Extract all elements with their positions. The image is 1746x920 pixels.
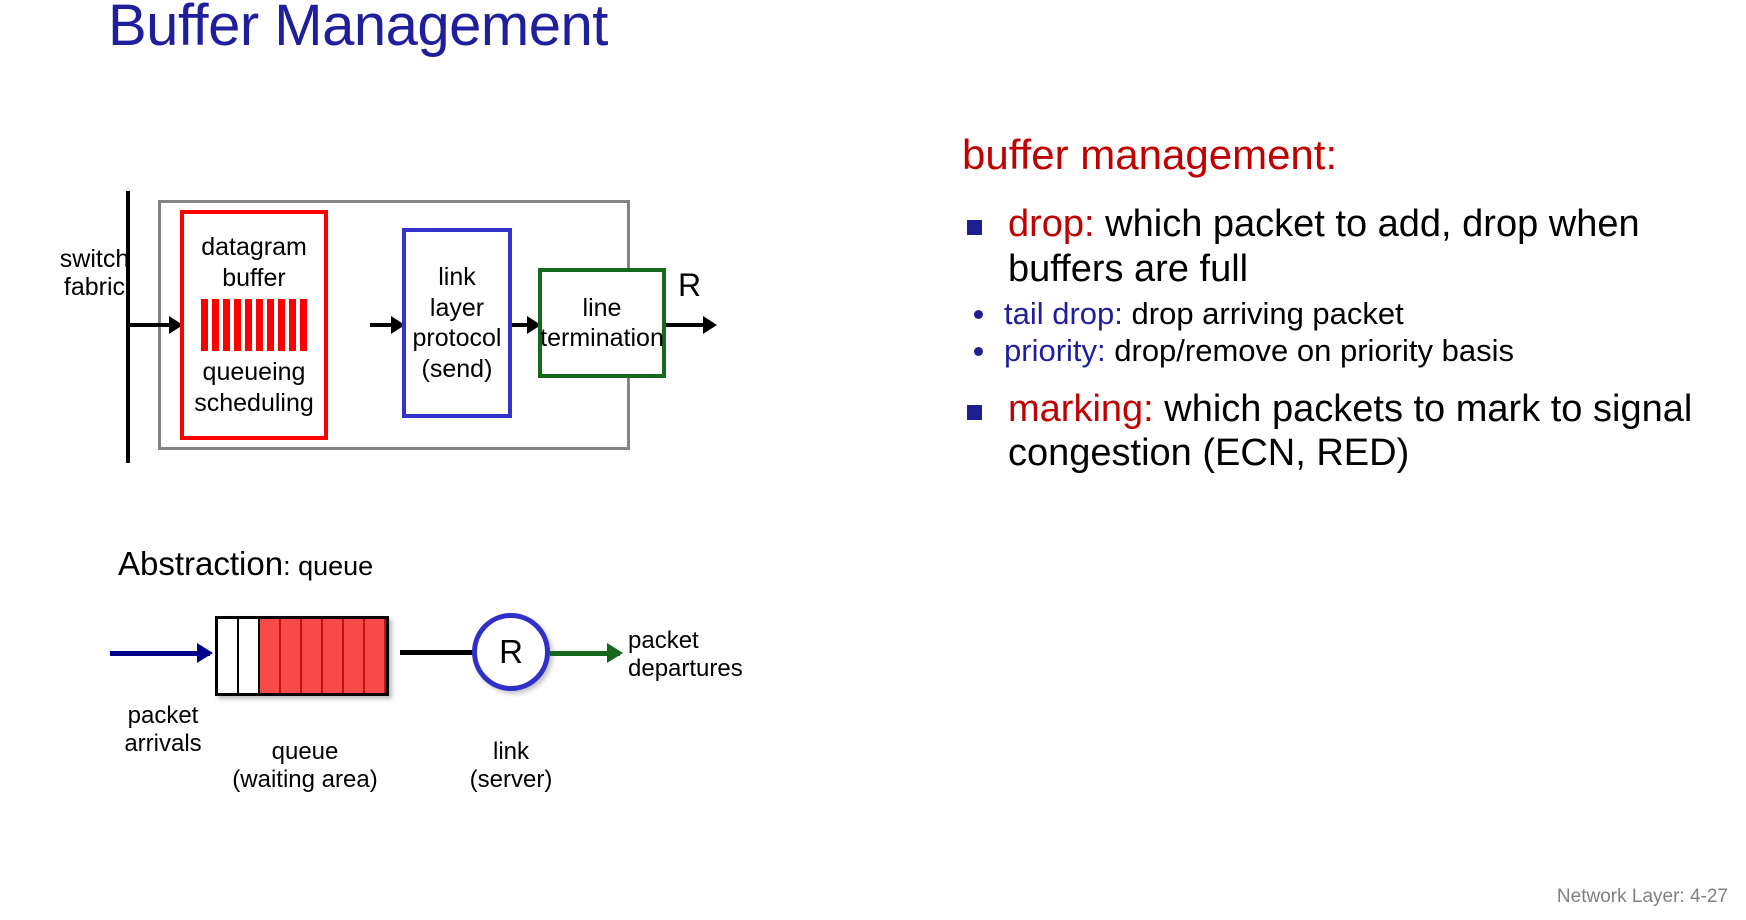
llp-line2: layer	[429, 293, 485, 322]
datagram-buffer-box: datagram buffer queueing scheduling	[180, 210, 328, 440]
queue-cell-occupied	[344, 619, 365, 693]
buffer-bar	[278, 299, 285, 351]
queue-abstraction-diagram: R packet arrivals queue (waiting area) l…	[80, 600, 743, 830]
link-server-label-line1: link	[492, 738, 529, 765]
buffer-bar	[256, 299, 263, 351]
buffer-bar	[223, 299, 230, 351]
abstraction-heading: Abstraction: queue	[118, 545, 373, 583]
buffer-bar	[234, 299, 241, 351]
queue-cell-occupied	[365, 619, 386, 693]
queue-cell-empty	[218, 619, 239, 693]
page-title: Buffer Management	[108, 0, 608, 58]
packet-departures-label-line1: packet	[628, 627, 699, 654]
server-circle: R	[472, 613, 550, 691]
bullet-list: drop: which packet to add, drop when buf…	[962, 202, 1702, 475]
bullet-item: marking: which packets to mark to signal…	[962, 387, 1702, 476]
switch-fabric-label-line1: switch	[59, 245, 130, 273]
queue-cell-occupied	[281, 619, 302, 693]
slide-footer: Network Layer: 4-27	[1556, 886, 1728, 907]
line-termination-box: line termination	[538, 268, 666, 378]
arrow-linklayer-to-linetermination-icon	[508, 316, 541, 334]
packet-departures-arrow-icon	[550, 643, 623, 663]
square-bullet-icon	[967, 404, 982, 420]
buffer-bar	[267, 299, 274, 351]
packet-arrivals-label: packet arrivals	[108, 702, 218, 759]
round-bullet-icon	[974, 346, 983, 356]
llp-line1: link	[438, 263, 476, 291]
abstraction-heading-separator: :	[283, 551, 299, 581]
switch-fabric-label: switch fabric	[47, 245, 142, 301]
queue-label: queue (waiting area)	[210, 738, 400, 795]
round-bullet-icon	[974, 310, 983, 320]
packet-arrivals-arrow-icon	[110, 643, 213, 663]
buffer-bar	[201, 299, 208, 351]
switch-fabric-label-line2: fabric	[63, 273, 126, 301]
packet-departures-label: packet departures	[628, 627, 788, 684]
square-bullet-icon	[967, 220, 982, 236]
datagram-buffer-caption-line2: scheduling	[194, 388, 314, 417]
bullet-keyword: marking:	[1008, 387, 1154, 430]
link-server-label: link (server)	[448, 738, 574, 795]
buffer-bar	[300, 299, 307, 351]
switch-fabric-boundary-line	[126, 191, 130, 463]
arrow-output-link-icon	[632, 316, 717, 334]
bullet-item: drop: which packet to add, drop when buf…	[962, 202, 1702, 291]
datagram-buffer-caption-line1: queueing	[202, 358, 306, 386]
queue-cell-occupied	[260, 619, 281, 693]
bullet-keyword: drop:	[1008, 203, 1095, 246]
arrow-fabric-to-buffer-icon	[128, 316, 183, 334]
buffer-bar	[245, 299, 252, 351]
queue-cell-empty	[239, 619, 260, 693]
llp-line4: (send)	[421, 354, 493, 383]
link-server-label-line2: (server)	[469, 766, 553, 794]
output-port-diagram: switch fabric datagram buffer queueing s…	[40, 145, 740, 475]
right-content-column: buffer management: drop: which packet to…	[962, 131, 1702, 481]
sub-bullet-keyword: tail drop:	[1004, 296, 1123, 332]
sub-bullet-item: tail drop: drop arriving packet	[962, 296, 1702, 332]
packet-departures-label-line2: departures	[628, 655, 743, 683]
queue-to-server-link-line	[400, 650, 478, 655]
packet-arrivals-label-line2: arrivals	[124, 730, 202, 758]
queue-box	[215, 616, 389, 696]
link-layer-protocol-box: link layer protocol (send)	[402, 228, 512, 418]
line-termination-line1: line	[582, 294, 622, 322]
abstraction-heading-sub: queue	[298, 551, 374, 581]
sub-bullet-text: drop arriving packet	[1122, 296, 1404, 332]
buffer-management-heading: buffer management:	[962, 131, 1338, 178]
queue-label-line1: queue	[271, 738, 339, 765]
arrow-buffer-to-linklayer-icon	[370, 316, 405, 334]
buffer-bars-group	[201, 299, 307, 351]
sub-bullet-item: priority: drop/remove on priority basis	[962, 332, 1702, 369]
queue-label-line2: (waiting area)	[232, 766, 378, 794]
sub-bullet-keyword: priority:	[1004, 332, 1106, 368]
abstraction-heading-main: Abstraction	[118, 545, 284, 582]
datagram-buffer-title-line1: datagram	[201, 233, 307, 261]
link-layer-protocol-text: link layer protocol (send)	[413, 262, 502, 384]
output-rate-label: R	[678, 267, 702, 303]
bullet-text: which packet to add, drop when buffers a…	[1008, 203, 1640, 290]
datagram-buffer-title-line2: buffer	[222, 263, 286, 292]
queue-cell-occupied	[302, 619, 323, 693]
line-termination-text: line termination	[540, 293, 664, 353]
queue-cell-occupied	[323, 619, 344, 693]
line-termination-line2: termination	[540, 324, 664, 352]
llp-line3: protocol	[412, 324, 502, 352]
left-content-column: switch fabric datagram buffer queueing s…	[0, 120, 880, 860]
bullet-text: which packets to mark to signal congesti…	[1008, 387, 1693, 474]
sub-bullet-text: drop/remove on priority basis	[1105, 332, 1514, 368]
buffer-bar	[289, 299, 296, 351]
buffer-bar	[212, 299, 219, 351]
packet-arrivals-label-line1: packet	[127, 702, 199, 729]
